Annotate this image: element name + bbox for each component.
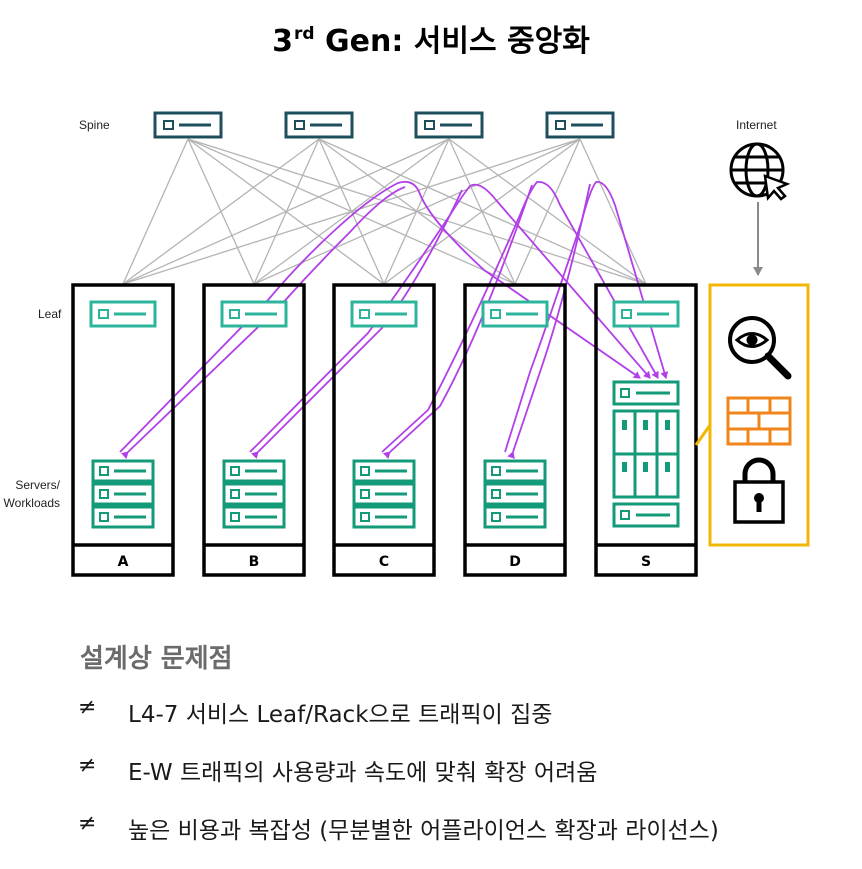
- leaf-switch-c: [350, 300, 418, 328]
- rack-label-d: D: [509, 554, 521, 570]
- rack-label-a: A: [118, 554, 129, 570]
- server-stack-c: [352, 459, 416, 529]
- mesh-link: [383, 138, 581, 285]
- rack-label-b: B: [249, 554, 260, 570]
- not-equal-bullet: ≠: [78, 811, 97, 836]
- mesh-link: [579, 138, 647, 285]
- traffic-flow-arrow: [119, 180, 641, 453]
- leaf-switch-b: [220, 300, 288, 328]
- list-item: ≠ 높은 비용과 복잡성 (무분별한 어플라이언스 확장과 라이선스): [78, 811, 719, 869]
- leaf-label: Leaf: [38, 307, 62, 321]
- server-stack-a: [91, 459, 155, 529]
- spine-label: Spine: [79, 118, 110, 132]
- services-box: [694, 283, 810, 547]
- server-stack-d: [483, 459, 547, 529]
- servers-label-line2: Workloads: [3, 496, 60, 510]
- network-diagram: A B C D S: [71, 111, 810, 577]
- rack-c: [332, 283, 436, 577]
- padlock-icon: [733, 457, 785, 524]
- firewall-icon: [726, 396, 792, 446]
- mesh-link: [514, 138, 581, 285]
- list-item: ≠ E-W 트래픽의 사용량과 속도에 맞춰 확장 어려움: [78, 753, 719, 811]
- bullet-text: L4-7 서비스 Leaf/Rack으로 트래픽이 집중: [128, 702, 553, 728]
- traffic-flow-arrow: [120, 186, 406, 460]
- list-item: ≠ L4-7 서비스 Leaf/Rack으로 트래픽이 집중: [78, 695, 719, 753]
- internet-label: Internet: [736, 118, 777, 132]
- section-title: 설계상 문제점: [80, 644, 233, 674]
- rack-label-s: S: [641, 554, 651, 570]
- not-equal-bullet: ≠: [78, 753, 97, 778]
- bullet-text: E-W 트래픽의 사용량과 속도에 맞춰 확장 어려움: [128, 760, 598, 786]
- mesh-link: [122, 138, 581, 285]
- mesh-link: [122, 138, 320, 285]
- spine-switch-1: [153, 111, 223, 139]
- issue-list: ≠ L4-7 서비스 Leaf/Rack으로 트래픽이 집중 ≠ E-W 트래픽…: [78, 695, 719, 869]
- spine-leaf-mesh: [122, 138, 647, 285]
- servers-label-line1: Servers/: [15, 478, 60, 492]
- mesh-link: [122, 138, 189, 285]
- rack-d: [463, 283, 567, 577]
- page-title: 3rd Gen: 서비스 중앙화: [272, 24, 590, 59]
- server-stack-b: [222, 459, 286, 529]
- service-appliance: [612, 380, 680, 528]
- rack-b: [202, 283, 306, 577]
- spine-switch-2: [284, 111, 354, 139]
- mesh-link: [253, 138, 581, 285]
- leaf-switch-d: [481, 300, 549, 328]
- traffic-flow-arrow: [381, 181, 659, 453]
- leaf-switch-s: [612, 300, 680, 328]
- globe-cursor-icon: [729, 142, 791, 201]
- bullet-text: 높은 비용과 복잡성 (무분별한 어플라이언스 확장과 라이선스): [128, 818, 719, 844]
- rack-label-c: C: [379, 554, 389, 570]
- not-equal-bullet: ≠: [78, 695, 97, 720]
- spine-switch-3: [414, 111, 484, 139]
- leaf-switch-a: [89, 300, 157, 328]
- magnifier-eye-icon: [728, 316, 792, 380]
- mesh-link: [122, 138, 450, 285]
- rack-s: [594, 283, 698, 577]
- spine-switch-4: [545, 111, 615, 139]
- traffic-flow-arrow: [382, 184, 533, 460]
- rack-a: [71, 283, 175, 577]
